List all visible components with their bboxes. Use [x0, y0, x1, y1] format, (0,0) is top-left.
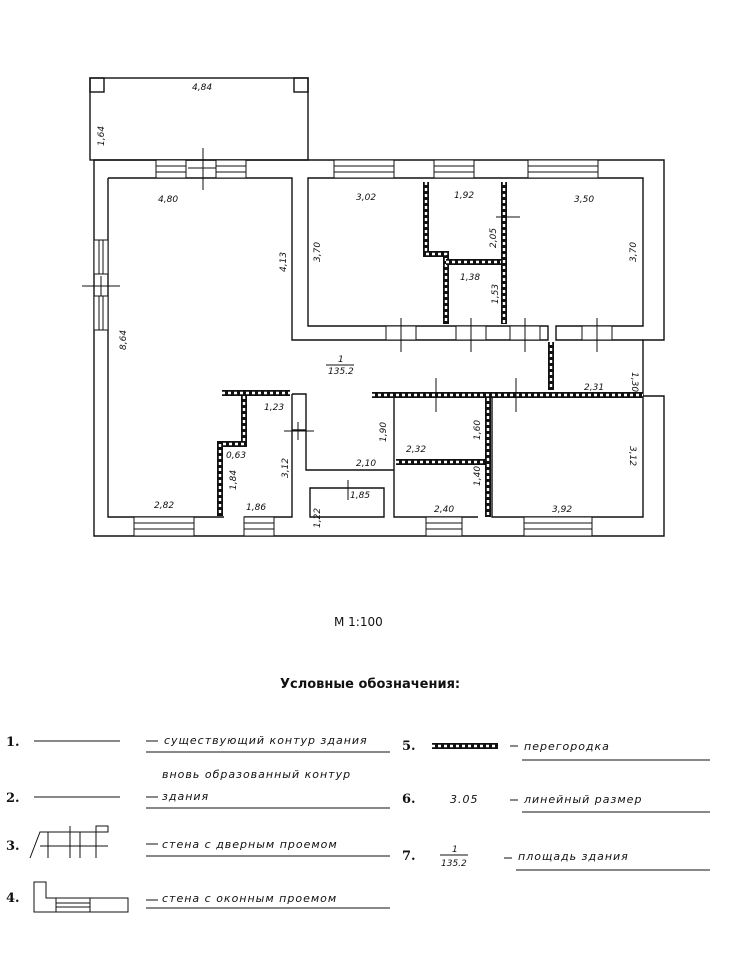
- dim-room3-height: 3,70: [629, 242, 639, 262]
- legend-item-7-sample-top: 1: [452, 845, 458, 855]
- dim-small-width: 1,38: [460, 273, 480, 283]
- legend-item-7-text: площадь здания: [518, 850, 629, 863]
- legend-item-1-text: существующий контур здания: [164, 734, 368, 747]
- dim-room-big-side: 4,13: [279, 252, 289, 272]
- area-value: 135.2: [328, 367, 354, 377]
- legend-item-6-text: линейный размер: [523, 793, 642, 806]
- legend-item-2-text-2: здания: [162, 790, 209, 803]
- legend-item-2-text-1: вновь образованный контур: [162, 768, 351, 781]
- dim-porch-width: 4,84: [192, 83, 212, 93]
- dim-closet-bottom: 1,86: [246, 503, 266, 513]
- area-number: 1: [338, 355, 344, 365]
- windows: [93, 159, 599, 537]
- dim-closet-top: 1,23: [264, 403, 284, 413]
- dim-bath-height: 1,60: [473, 420, 483, 440]
- dim-bath-width: 2,32: [406, 445, 426, 455]
- dim-entry-side: 1,22: [313, 508, 323, 528]
- dim-porch-depth: 1,64: [97, 126, 107, 146]
- doors: [82, 148, 613, 500]
- legend-item-2-number: 2.: [6, 791, 20, 806]
- legend-item-3-number: 3.: [6, 839, 20, 854]
- legend-item-4-number: 4.: [6, 891, 20, 906]
- dim-corridor-width: 2,31: [584, 383, 604, 393]
- legend-item-3-text: стена с дверным проемом: [162, 838, 338, 851]
- area-label: 1 135.2: [326, 355, 354, 377]
- dim-entry-height: 1,90: [379, 422, 389, 442]
- dim-room-big-bottom: 2,82: [154, 501, 174, 511]
- legend-item-7-number: 7.: [402, 849, 416, 864]
- door-wall-symbol: [29, 825, 109, 859]
- dim-room2-height: 3,70: [313, 242, 323, 262]
- dim-wc-height: 1,40: [473, 466, 483, 486]
- legend-item-6-sample: 3.05: [450, 793, 479, 806]
- dim-room4-width: 3,92: [552, 505, 572, 515]
- dim-closet-offset: 0,63: [226, 451, 246, 461]
- dim-room2-width: 3,02: [356, 193, 376, 203]
- legend-item-1-number: 1.: [6, 735, 20, 750]
- dim-room4-height: 3,12: [627, 446, 637, 466]
- dim-entry-door: 1,85: [350, 491, 370, 501]
- scale-label: М 1:100: [334, 615, 383, 629]
- dim-entry-width: 2,10: [356, 459, 376, 469]
- dim-hall-height: 2,05: [489, 228, 499, 248]
- window-wall-symbol: [33, 881, 129, 913]
- dim-small-height: 1,53: [491, 284, 501, 304]
- legend-item-5-number: 5.: [402, 739, 416, 754]
- dim-hall-width: 1,92: [454, 191, 474, 201]
- legend-item-6-number: 6.: [402, 792, 416, 807]
- legend-item-7-sample-bottom: 135.2: [441, 859, 467, 869]
- legend-item-5-text: перегородка: [524, 740, 610, 753]
- legend-item-4-text: стена с оконным проемом: [162, 892, 337, 905]
- outer-walls: [93, 159, 665, 537]
- dim-room-big-height: 8,64: [119, 330, 129, 350]
- partitions: [217, 182, 643, 517]
- dim-closet-height: 3,12: [281, 458, 291, 478]
- legend: Условные обозначения: 1. существующий ко…: [6, 677, 710, 913]
- dim-room-big-width: 4,80: [158, 195, 178, 205]
- dimension-labels: 4,84 1,64 4,80 8,64 4,13 2,82 3,02 3,70 …: [97, 83, 639, 528]
- dim-wc-width: 2,40: [434, 505, 454, 515]
- dim-room3-width: 3,50: [574, 195, 594, 205]
- legend-title: Условные обозначения:: [280, 677, 460, 692]
- dim-corridor-height: 1,30: [629, 372, 639, 392]
- dim-closet-wall: 1,84: [229, 470, 239, 490]
